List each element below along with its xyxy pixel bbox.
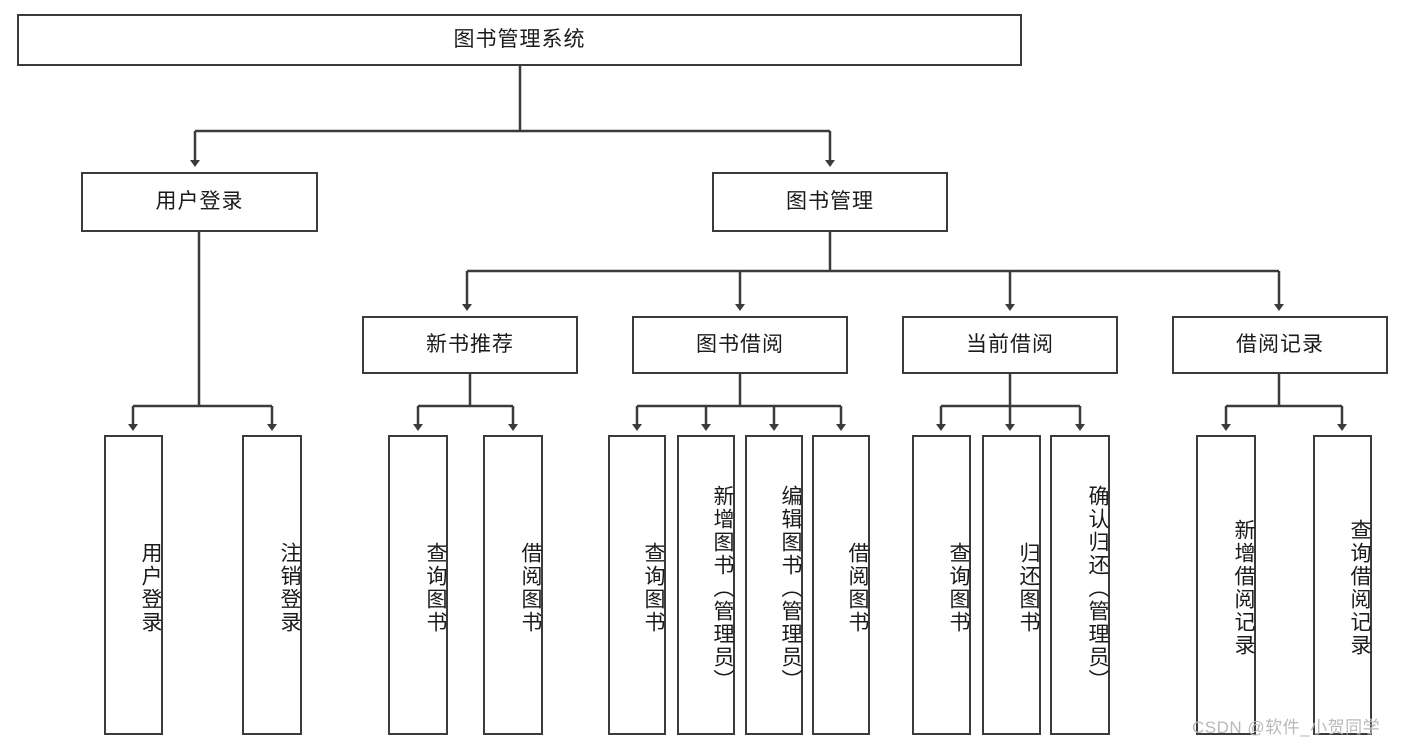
- leaf-borrow-query-book[interactable]: 查询图书: [608, 435, 666, 735]
- watermark: CSDN @软件_小贺同学: [1192, 718, 1381, 737]
- node-borrow-record[interactable]: 借阅记录: [1172, 316, 1388, 374]
- node-label: 新增图书（管理员）: [711, 484, 734, 692]
- leaf-borrow-add-book-admin[interactable]: 新增图书（管理员）: [677, 435, 735, 735]
- leaf-recommend-borrow-book[interactable]: 借阅图书: [483, 435, 543, 735]
- leaf-current-query-book[interactable]: 查询图书: [912, 435, 971, 735]
- node-label: 查询借阅记录: [1348, 519, 1371, 657]
- node-label: 借阅记录: [1236, 333, 1324, 357]
- node-label: 借阅图书: [846, 542, 869, 634]
- node-label: 查询图书: [947, 542, 970, 634]
- node-label: 用户登录: [155, 190, 244, 214]
- node-label: 确认归还（管理员）: [1086, 484, 1109, 692]
- node-book-management[interactable]: 图书管理: [712, 172, 948, 232]
- leaf-current-confirm-return-admin[interactable]: 确认归还（管理员）: [1050, 435, 1110, 735]
- node-new-book-recommend[interactable]: 新书推荐: [362, 316, 578, 374]
- node-label: 借阅图书: [519, 542, 542, 634]
- node-label: 新书推荐: [426, 333, 514, 357]
- leaf-borrow-edit-book-admin[interactable]: 编辑图书（管理员）: [745, 435, 803, 735]
- node-label: 当前借阅: [966, 333, 1054, 357]
- node-root-book-management-system[interactable]: 图书管理系统: [17, 14, 1022, 66]
- node-label: 归还图书: [1017, 542, 1040, 634]
- node-label: 查询图书: [424, 542, 447, 634]
- leaf-borrow-borrow-book[interactable]: 借阅图书: [812, 435, 870, 735]
- leaf-current-return-book[interactable]: 归还图书: [982, 435, 1041, 735]
- leaf-user-login-login[interactable]: 用户登录: [104, 435, 163, 735]
- node-book-borrow[interactable]: 图书借阅: [632, 316, 848, 374]
- node-label: 图书管理: [786, 190, 874, 214]
- node-label: 图书借阅: [696, 333, 784, 357]
- leaf-record-query-record[interactable]: 查询借阅记录: [1313, 435, 1372, 735]
- node-label: 用户登录: [139, 542, 162, 634]
- node-label: 注销登录: [278, 542, 301, 634]
- leaf-user-login-logout[interactable]: 注销登录: [242, 435, 302, 735]
- node-current-borrow[interactable]: 当前借阅: [902, 316, 1118, 374]
- node-user-login[interactable]: 用户登录: [81, 172, 318, 232]
- node-label: 编辑图书（管理员）: [779, 484, 802, 692]
- node-label: 查询图书: [642, 542, 665, 634]
- node-label: 新增借阅记录: [1232, 519, 1255, 657]
- leaf-recommend-query-book[interactable]: 查询图书: [388, 435, 448, 735]
- leaf-record-add-record[interactable]: 新增借阅记录: [1196, 435, 1256, 735]
- node-label: 图书管理系统: [453, 28, 586, 52]
